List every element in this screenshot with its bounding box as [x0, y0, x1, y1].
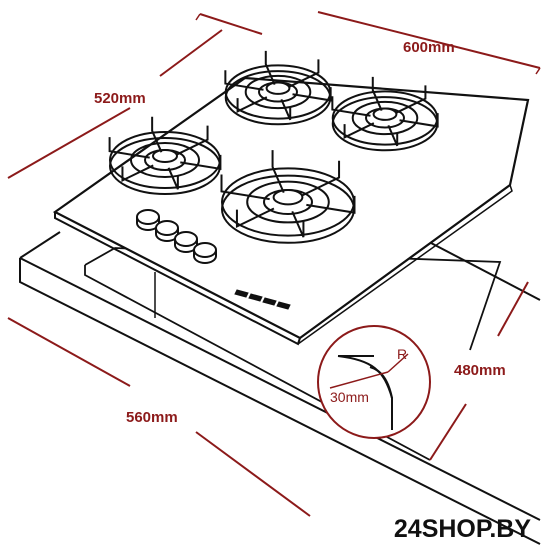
- dim-560-label: 560mm: [126, 409, 178, 426]
- control-knobs: [136, 209, 217, 264]
- control-knob-2: [155, 220, 179, 242]
- indicator-panel: [234, 289, 291, 310]
- burner-4: [220, 150, 356, 244]
- burner-2: [224, 50, 332, 126]
- indicator-segment-4: [276, 301, 291, 310]
- burner-1: [108, 116, 222, 195]
- control-knob-3: [174, 231, 198, 253]
- control-knob-4: [193, 242, 217, 264]
- burner-3: [331, 76, 439, 152]
- radius-value: 30mm: [330, 389, 369, 405]
- control-knob-1: [136, 209, 160, 231]
- burners-group: [108, 50, 439, 244]
- dim-600-label: 600mm: [403, 39, 455, 56]
- dim-520-label: 520mm: [94, 90, 146, 107]
- corner-radius-detail: R 30mm: [317, 325, 431, 439]
- dim-480-label: 480mm: [454, 362, 506, 379]
- indicator-segment-1: [234, 289, 249, 298]
- indicator-segment-2: [248, 293, 263, 302]
- dimension-lines: [7, 11, 541, 517]
- radius-label: R: [397, 346, 407, 362]
- indicator-segment-3: [262, 297, 277, 306]
- watermark-logo: 24SHOP.BY: [393, 515, 531, 543]
